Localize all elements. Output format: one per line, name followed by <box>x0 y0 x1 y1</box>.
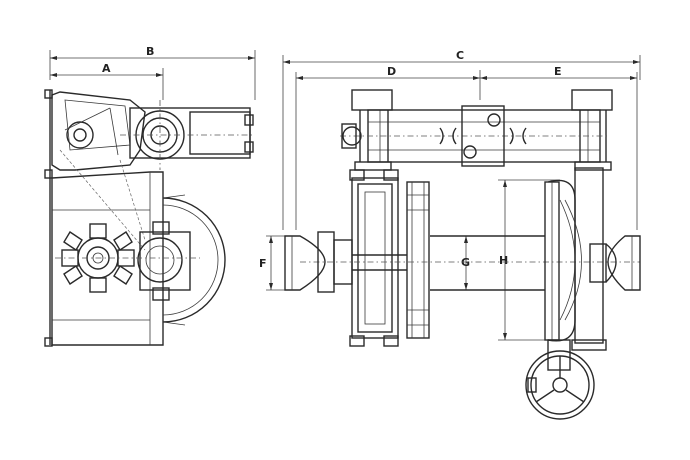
dimension-d: D <box>295 65 481 230</box>
left-warping-head-icon <box>284 231 407 293</box>
right-warping-head-icon <box>589 235 641 291</box>
dimension-a-label: A <box>102 62 111 75</box>
dimension-g-label: G <box>461 256 470 269</box>
dimension-a: A <box>50 62 164 100</box>
dimension-f-label: F <box>259 257 267 270</box>
dimension-b-label: B <box>146 45 154 58</box>
side-view: B A <box>44 45 256 347</box>
dimension-d-label: D <box>387 65 396 78</box>
dimension-c-label: C <box>456 49 464 62</box>
front-view: C D E F <box>259 49 641 420</box>
dimension-e-label: E <box>554 65 562 78</box>
dimension-e: E <box>480 65 638 230</box>
dimension-h-label: H <box>499 254 508 267</box>
dimension-b: B <box>49 45 256 100</box>
dimension-c: C <box>282 49 641 230</box>
dimension-h: H <box>498 179 560 341</box>
handwheel-icon <box>525 339 595 420</box>
dimension-g: G <box>461 236 470 290</box>
